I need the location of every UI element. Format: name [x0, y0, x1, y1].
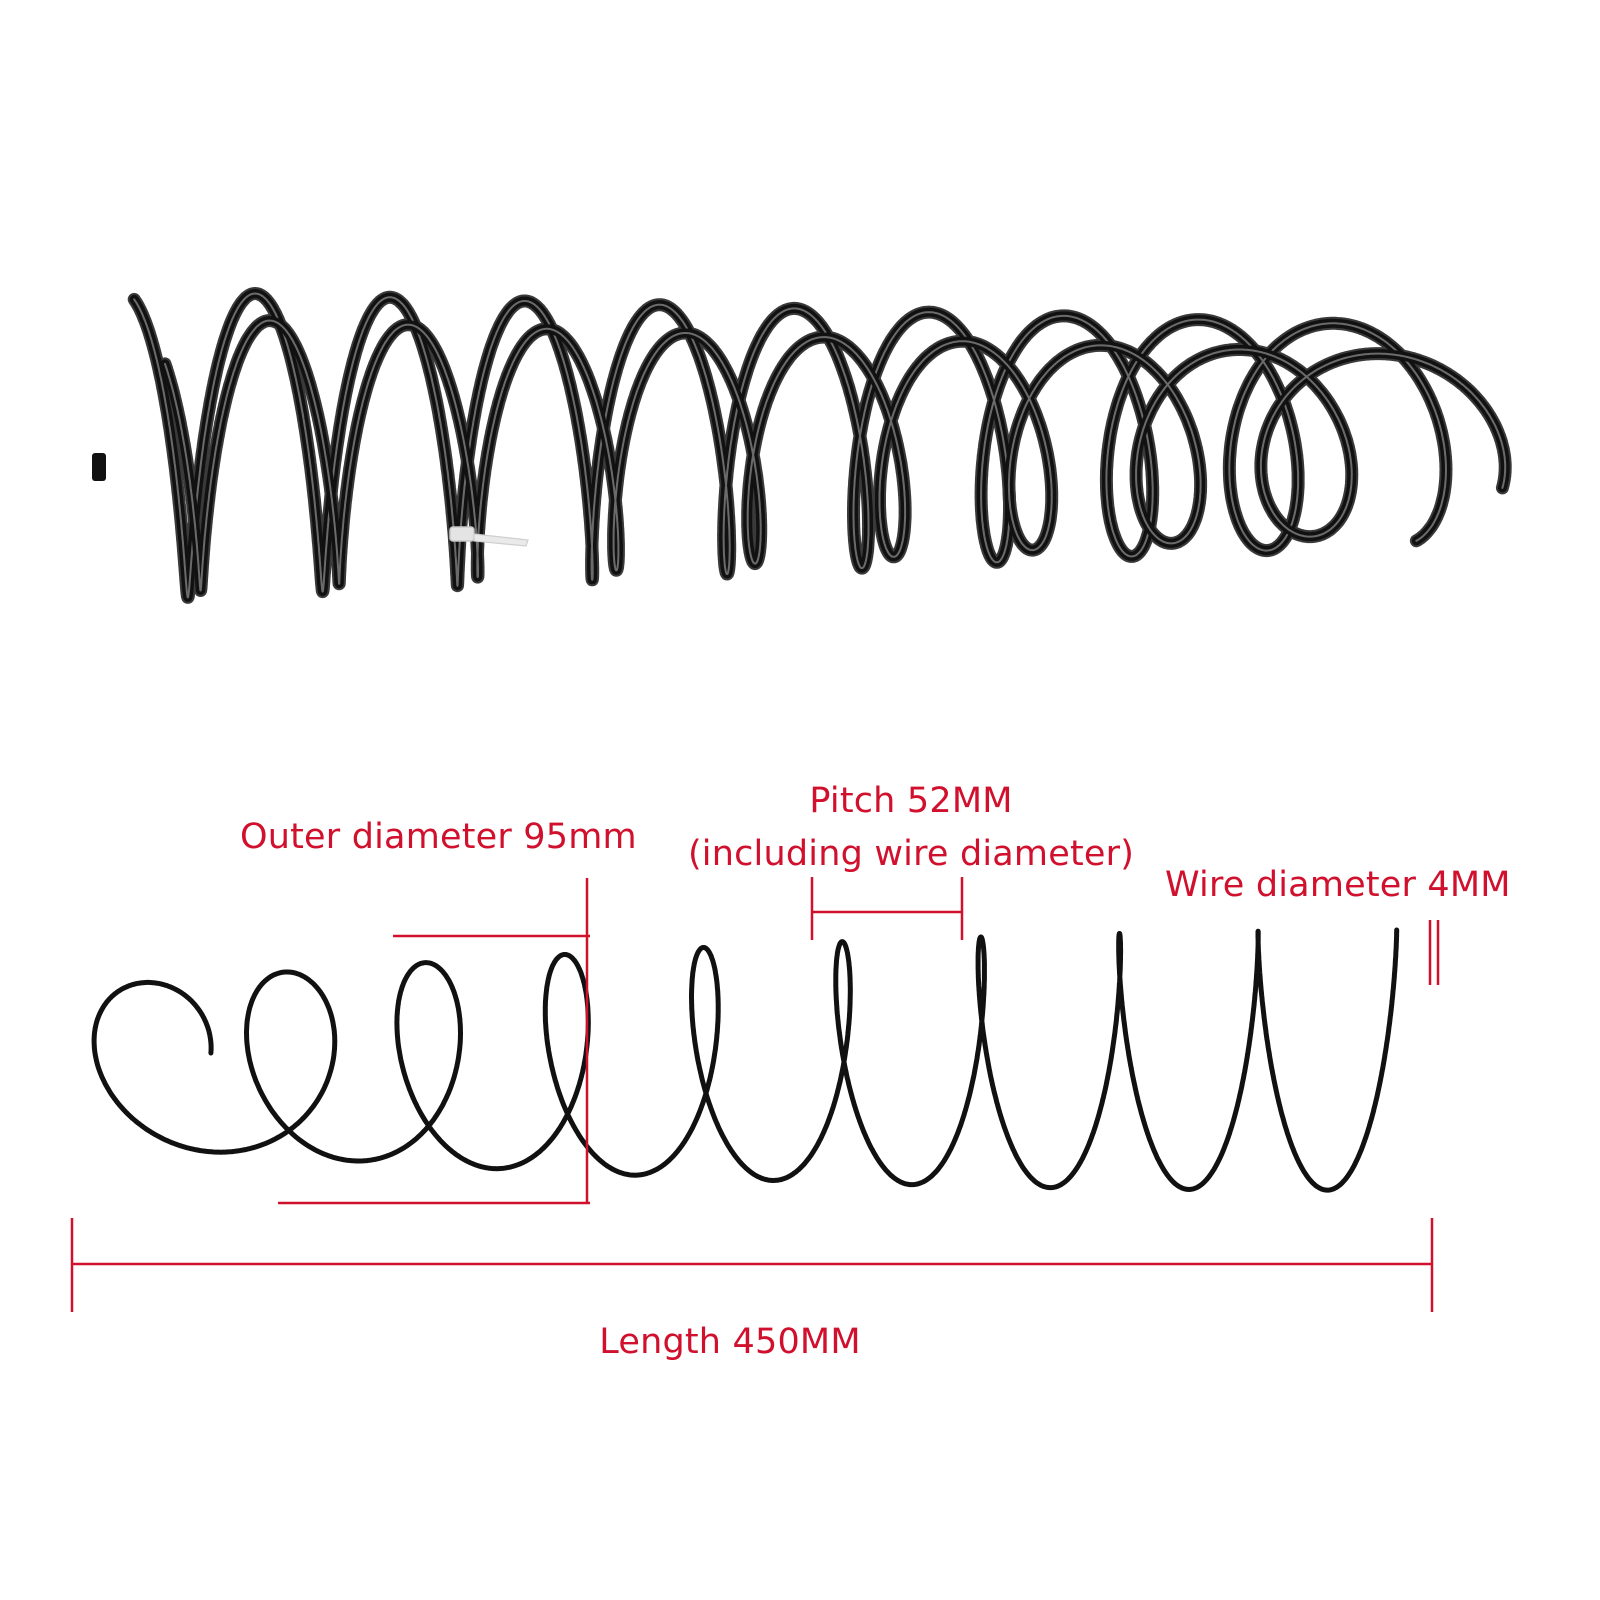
spring-inner-wire [160, 316, 1510, 595]
dimension-lines [70, 877, 1440, 1312]
length-label: Length 450MM [599, 1322, 860, 1362]
spring-end-cap [92, 453, 106, 481]
pitch-label: Pitch 52MM [809, 781, 1012, 821]
spring-main-wire [129, 289, 1451, 602]
spring-main-sheen [133, 292, 1447, 599]
spring-inner-sheen [164, 319, 1507, 592]
pitch-note-label: (including wire diameter) [688, 834, 1134, 874]
cable-tie-icon [449, 526, 529, 547]
dimension-labels: Outer diameter 95mm Pitch 52MM (includin… [240, 781, 1511, 1362]
outer-diameter-label: Outer diameter 95mm [240, 817, 637, 857]
coil-spring-outline-icon [91, 927, 1400, 1193]
wire-diameter-label: Wire diameter 4MM [1165, 865, 1511, 905]
spring-coil-line [91, 927, 1400, 1193]
coil-spring-pair-icon [92, 287, 1512, 604]
